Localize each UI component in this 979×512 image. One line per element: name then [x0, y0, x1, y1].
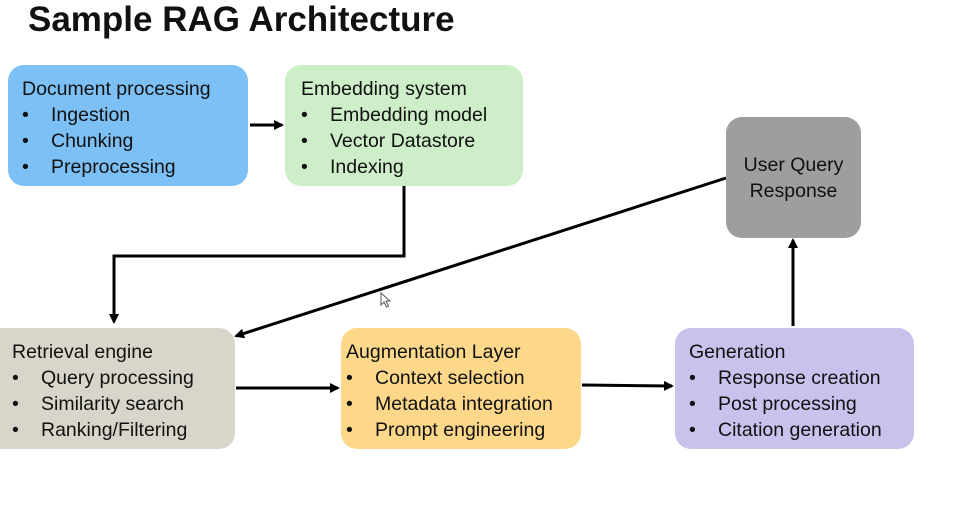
bullet-icon: •	[346, 367, 353, 389]
bullet-icon: •	[12, 367, 19, 389]
bullet-icon: •	[22, 104, 29, 126]
retrieval-engine-list: •Query processing •Similarity search •Ra…	[12, 365, 221, 443]
augmentation-layer-title: Augmentation Layer	[346, 341, 521, 363]
bullet-icon: •	[22, 130, 29, 152]
augmentation-layer-box: Augmentation Layer •Context selection •M…	[341, 328, 581, 449]
bullet-icon: •	[689, 419, 696, 441]
arrow-augmentation-to-generation	[581, 380, 674, 391]
list-item: •Chunking	[22, 130, 134, 152]
user-query-response-box: User Query Response	[726, 117, 861, 238]
bullet-icon: •	[346, 393, 353, 415]
list-item: •Similarity search	[12, 393, 185, 415]
bullet-icon: •	[301, 156, 308, 178]
document-processing-list: •Ingestion •Chunking •Preprocessing	[22, 102, 234, 180]
list-item: •Ranking/Filtering	[12, 419, 188, 441]
list-item: •Post processing	[689, 393, 857, 415]
arrow-embedding-to-retrieval	[109, 186, 406, 324]
document-processing-title: Document processing	[22, 78, 211, 100]
user-query-line: User Query	[743, 153, 844, 176]
list-item: •Prompt engineering	[346, 419, 546, 441]
list-item: •Vector Datastore	[301, 130, 476, 152]
arrow-userquery-to-retrieval	[234, 176, 727, 339]
bullet-icon: •	[689, 393, 696, 415]
document-processing-box: Document processing •Ingestion •Chunking…	[8, 65, 248, 186]
list-item: •Context selection	[346, 367, 525, 389]
mouse-pointer-icon	[380, 292, 392, 308]
embedding-system-list: •Embedding model •Vector Datastore •Inde…	[301, 102, 509, 180]
embedding-system-box: Embedding system •Embedding model •Vecto…	[285, 65, 523, 186]
list-item: •Citation generation	[689, 419, 882, 441]
list-item: •Embedding model	[301, 104, 488, 126]
bullet-icon: •	[12, 419, 19, 441]
response-line: Response	[749, 179, 838, 202]
list-item: •Preprocessing	[22, 156, 176, 178]
list-item: •Query processing	[12, 367, 194, 389]
list-item: •Metadata integration	[346, 393, 553, 415]
augmentation-layer-list: •Context selection •Metadata integration…	[346, 365, 567, 443]
generation-list: •Response creation •Post processing •Cit…	[689, 365, 900, 443]
retrieval-engine-box: Retrieval engine •Query processing •Simi…	[0, 328, 235, 449]
list-item: •Ingestion	[22, 104, 131, 126]
bullet-icon: •	[301, 104, 308, 126]
generation-title: Generation	[689, 341, 786, 363]
bullet-icon: •	[689, 367, 696, 389]
embedding-system-title: Embedding system	[301, 78, 467, 100]
bullet-icon: •	[346, 419, 353, 441]
bullet-icon: •	[301, 130, 308, 152]
generation-box: Generation •Response creation •Post proc…	[675, 328, 914, 449]
list-item: •Indexing	[301, 156, 404, 178]
retrieval-engine-title: Retrieval engine	[12, 341, 153, 363]
diagram-title: Sample RAG Architecture	[28, 0, 455, 39]
list-item: •Response creation	[689, 367, 881, 389]
bullet-icon: •	[22, 156, 29, 178]
bullet-icon: •	[12, 393, 19, 415]
